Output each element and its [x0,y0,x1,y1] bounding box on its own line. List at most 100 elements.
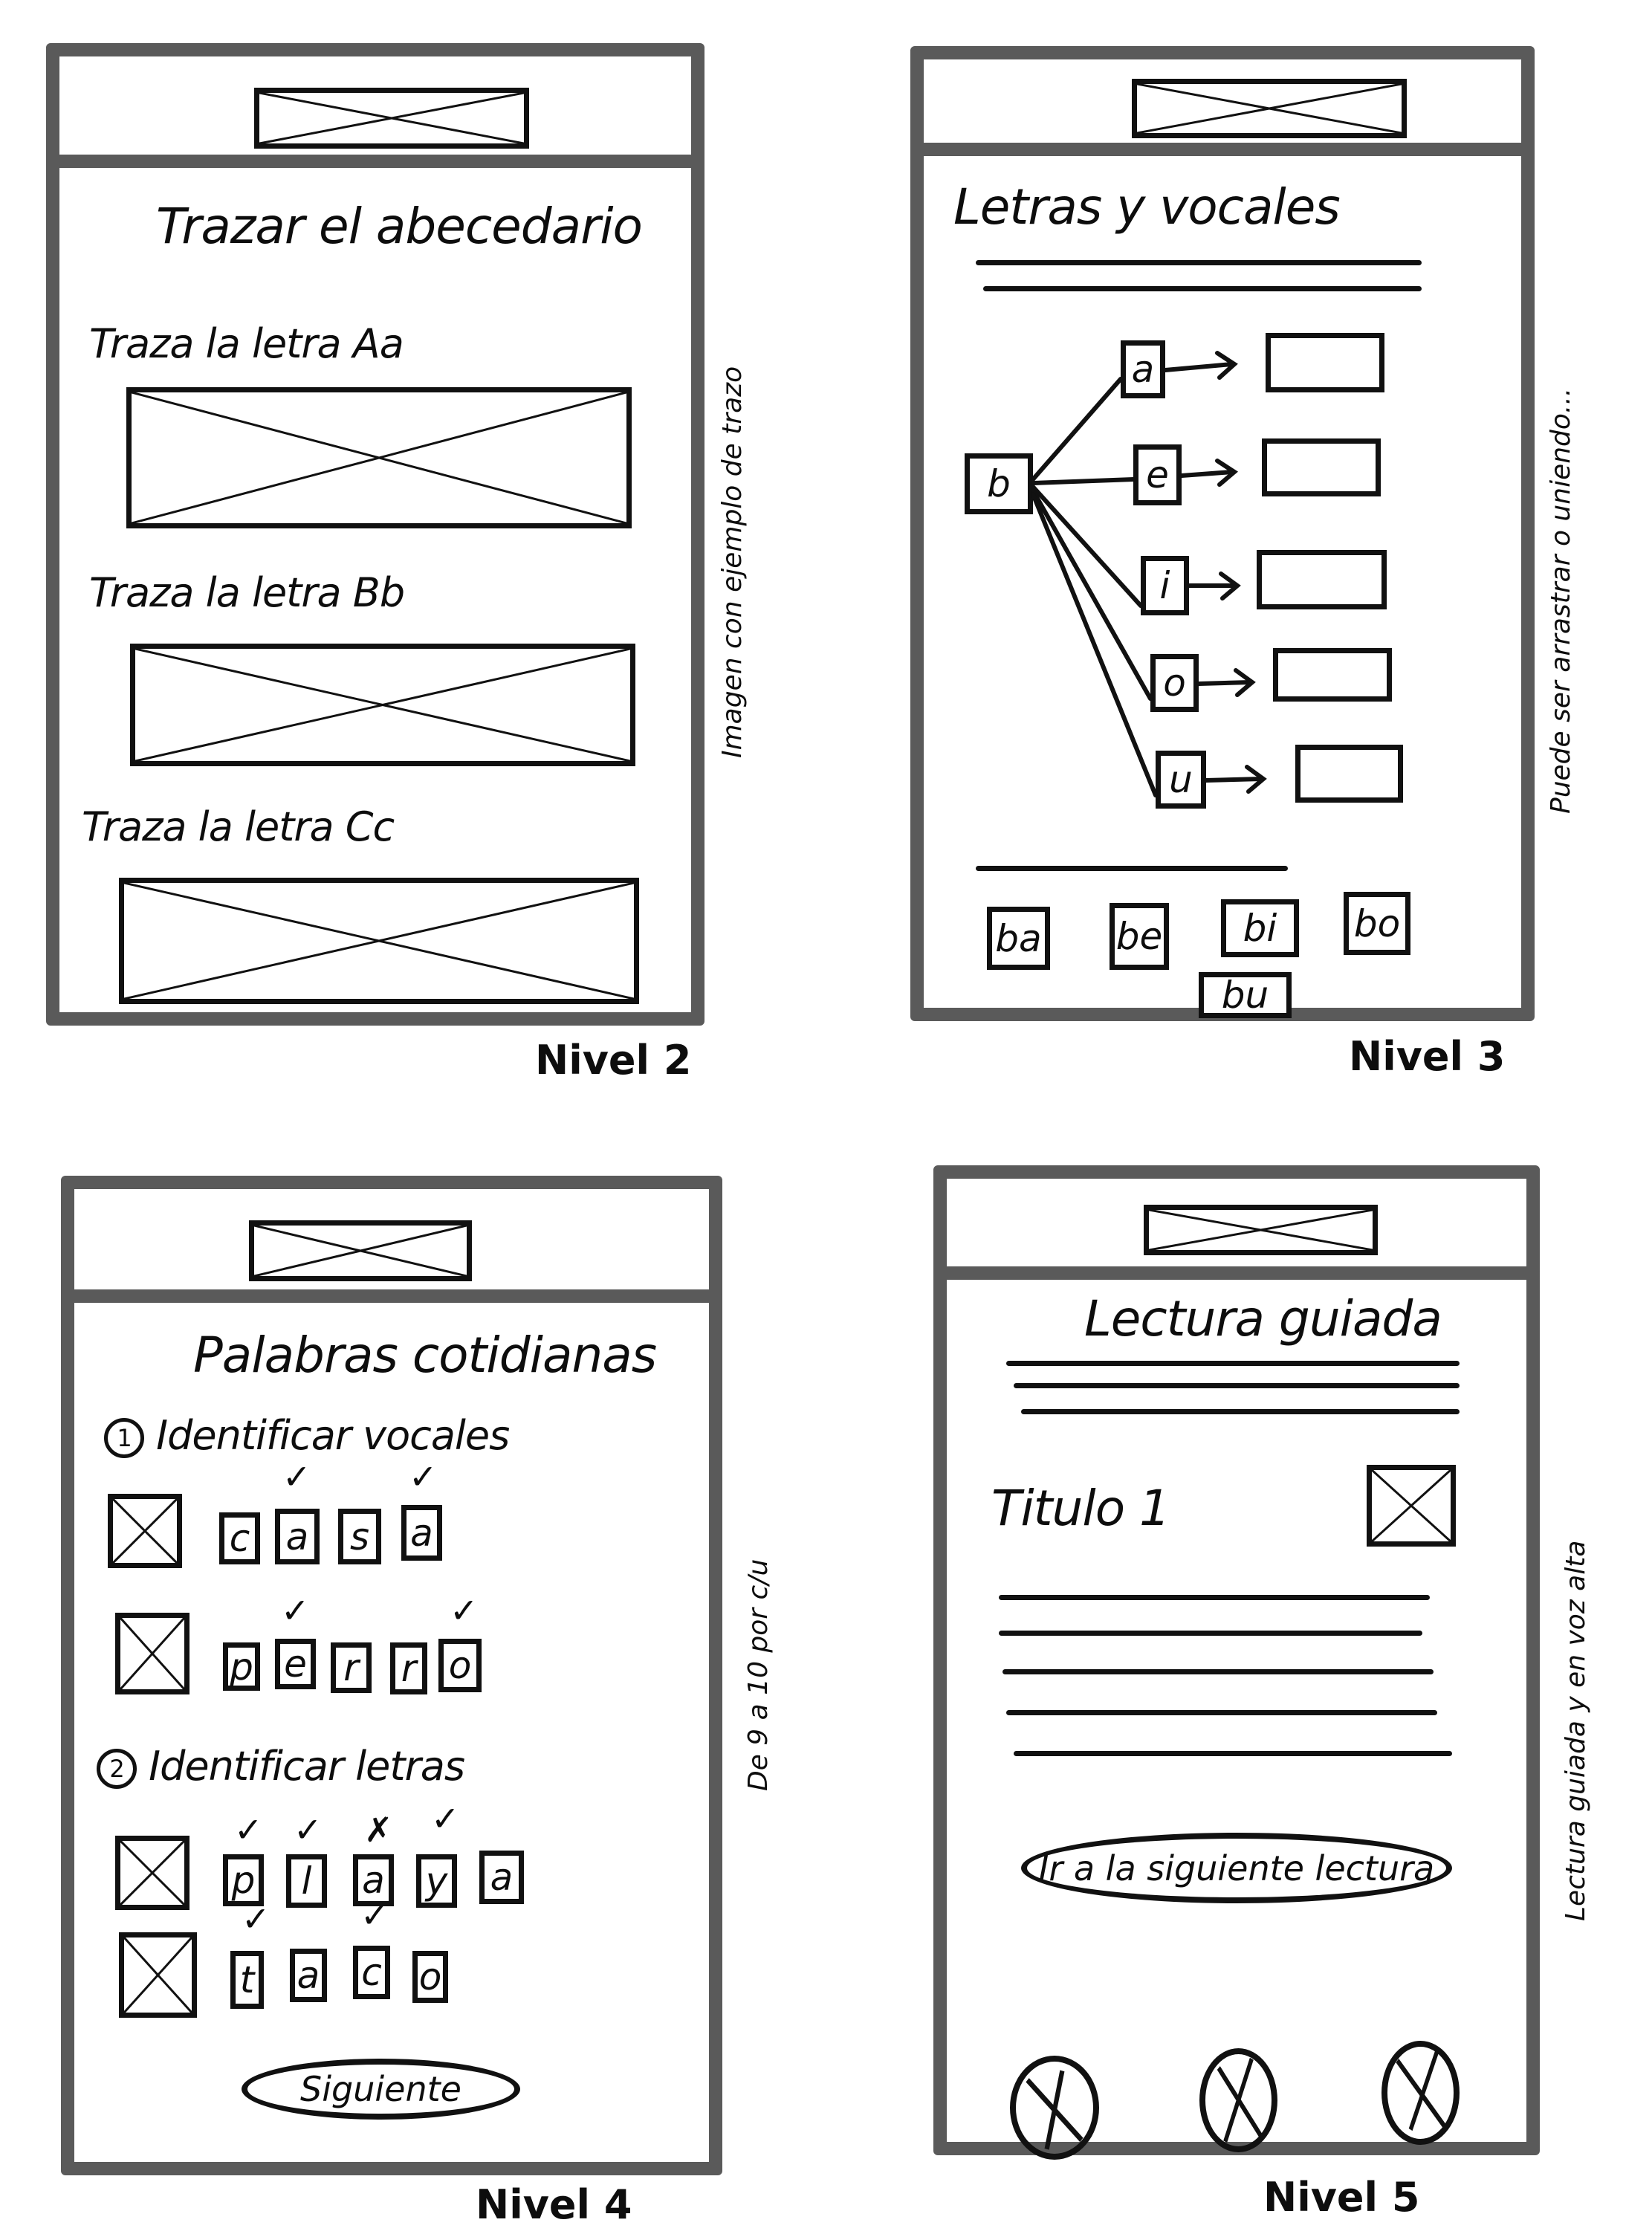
vowel-box[interactable]: i [1141,556,1189,615]
letter-tile[interactable]: a [401,1505,442,1561]
letter-tile[interactable]: l [286,1854,327,1908]
section-heading-1: 1 Identificar vocales [104,1412,510,1459]
section-number: 2 [97,1749,137,1790]
side-note-nivel-2: Imagen con ejemplo de trazo [717,366,748,758]
letter-tile[interactable]: o [412,1951,448,2003]
vowel-box[interactable]: u [1156,751,1206,809]
header-image-placeholder [1132,79,1407,138]
reading-title: Titulo 1 [991,1480,1170,1537]
page-title: Lectura guiada [1084,1290,1442,1347]
reading-text-line [1002,1669,1434,1674]
text-line [976,260,1422,265]
trace-area-a[interactable] [126,387,632,528]
reading-image-placeholder [1367,1465,1456,1547]
answer-slot[interactable] [1257,550,1387,609]
level-label-nivel-5: Nivel 5 [1263,2174,1420,2221]
reading-text-line [1014,1751,1452,1756]
word-image-placeholder [119,1932,197,2018]
side-note-nivel-3: Puede ser arrastrar o uniendo... [1546,387,1576,814]
letter-tile[interactable]: t [230,1951,264,2009]
word-image-placeholder [108,1494,182,1568]
vowel-box[interactable]: e [1133,444,1182,505]
section-heading-2: 2 Identificar letras [97,1743,465,1790]
header-image-placeholder [249,1220,472,1281]
wireframe-nivel-4: Palabras cotidianas 1 Identificar vocale… [61,1176,722,2175]
check-mark: ✓ [360,1895,389,1935]
check-mark: ✓ [242,1899,271,1939]
text-line [1014,1383,1460,1388]
header-divider [910,143,1535,156]
syllable-tile[interactable]: be [1110,903,1169,970]
trace-area-b[interactable] [130,644,635,766]
nav-placeholder-icon[interactable] [1199,2048,1277,2152]
consonant-box[interactable]: b [965,453,1033,514]
syllable-tile[interactable]: bi [1221,899,1299,957]
cross-mark: ✗ [364,1810,393,1850]
trace-label-a: Traza la letra Aa [89,320,404,367]
check-mark: ✓ [450,1590,479,1631]
answer-slot[interactable] [1273,648,1392,702]
text-line [1006,1361,1460,1366]
check-mark: ✓ [282,1457,311,1497]
text-line [983,286,1422,291]
divider-line [976,866,1288,871]
letter-tile[interactable]: p [223,1854,264,1906]
text-line [1021,1409,1460,1414]
letter-tile[interactable]: e [275,1639,316,1689]
word-image-placeholder [115,1613,190,1694]
header-divider [933,1266,1540,1280]
syllable-tile[interactable]: ba [987,907,1050,970]
letter-tile[interactable]: c [353,1946,390,1999]
side-note-nivel-5: Lectura guiada y en voz alta [1561,1540,1591,1921]
word-image-placeholder [115,1836,190,1910]
page-title: Letras y vocales [953,178,1341,236]
reading-text-line [999,1595,1430,1600]
section-heading-text: Identificar vocales [156,1412,510,1459]
letter-tile[interactable]: p [223,1642,260,1691]
check-mark: ✓ [431,1799,460,1839]
check-mark: ✓ [294,1810,323,1850]
trace-area-c[interactable] [119,878,639,1004]
answer-slot[interactable] [1266,333,1384,392]
wireframe-nivel-5: Lectura guiada Titulo 1 Ir a la siguient… [933,1165,1540,2160]
next-button[interactable]: Siguiente [242,2059,520,2120]
nav-placeholder-icon[interactable] [1381,2041,1460,2145]
letter-tile[interactable]: a [353,1854,394,1906]
section-heading-text: Identificar letras [149,1743,465,1790]
letter-tile[interactable]: a [290,1949,327,2002]
letter-tile[interactable]: r [390,1642,427,1694]
letter-tile[interactable]: r [331,1642,372,1693]
answer-slot[interactable] [1295,745,1403,803]
letter-tile[interactable]: a [479,1851,524,1904]
header-divider [46,155,704,168]
header-image-placeholder [254,88,529,149]
letter-tile[interactable]: s [338,1509,381,1564]
wireframe-nivel-2: Trazar el abecedario Traza la letra Aa T… [46,43,704,1026]
check-mark: ✓ [281,1590,310,1631]
reading-text-line [1006,1710,1437,1715]
check-mark: ✓ [234,1810,263,1850]
wireframe-nivel-3: Letras y vocales b a e i o u ba be bi bo… [910,46,1535,1021]
level-label-nivel-3: Nivel 3 [1349,1033,1506,1080]
nav-placeholder-icon[interactable] [1010,2056,1099,2160]
letter-tile[interactable]: o [438,1639,482,1692]
letter-tile[interactable]: c [219,1512,260,1564]
vowel-box[interactable]: o [1150,654,1199,712]
trace-label-b: Traza la letra Bb [89,569,405,616]
syllable-tile[interactable]: bu [1199,972,1292,1018]
header-divider [61,1289,722,1303]
header-image-placeholder [1144,1205,1378,1255]
page-title: Trazar el abecedario [156,198,643,255]
vowel-box[interactable]: a [1121,340,1165,398]
level-label-nivel-2: Nivel 2 [535,1037,692,1084]
letter-tile[interactable]: y [416,1854,457,1908]
syllable-tile[interactable]: bo [1344,892,1410,955]
page-title: Palabras cotidianas [193,1327,657,1384]
letter-tile[interactable]: a [275,1509,320,1564]
side-note-nivel-4: De 9 a 10 por c/u [743,1558,774,1791]
next-reading-button[interactable]: Ir a la siguiente lectura [1021,1833,1452,1903]
check-mark: ✓ [409,1457,438,1497]
level-label-nivel-4: Nivel 4 [476,2181,632,2228]
section-number: 1 [104,1418,144,1459]
answer-slot[interactable] [1262,438,1381,496]
